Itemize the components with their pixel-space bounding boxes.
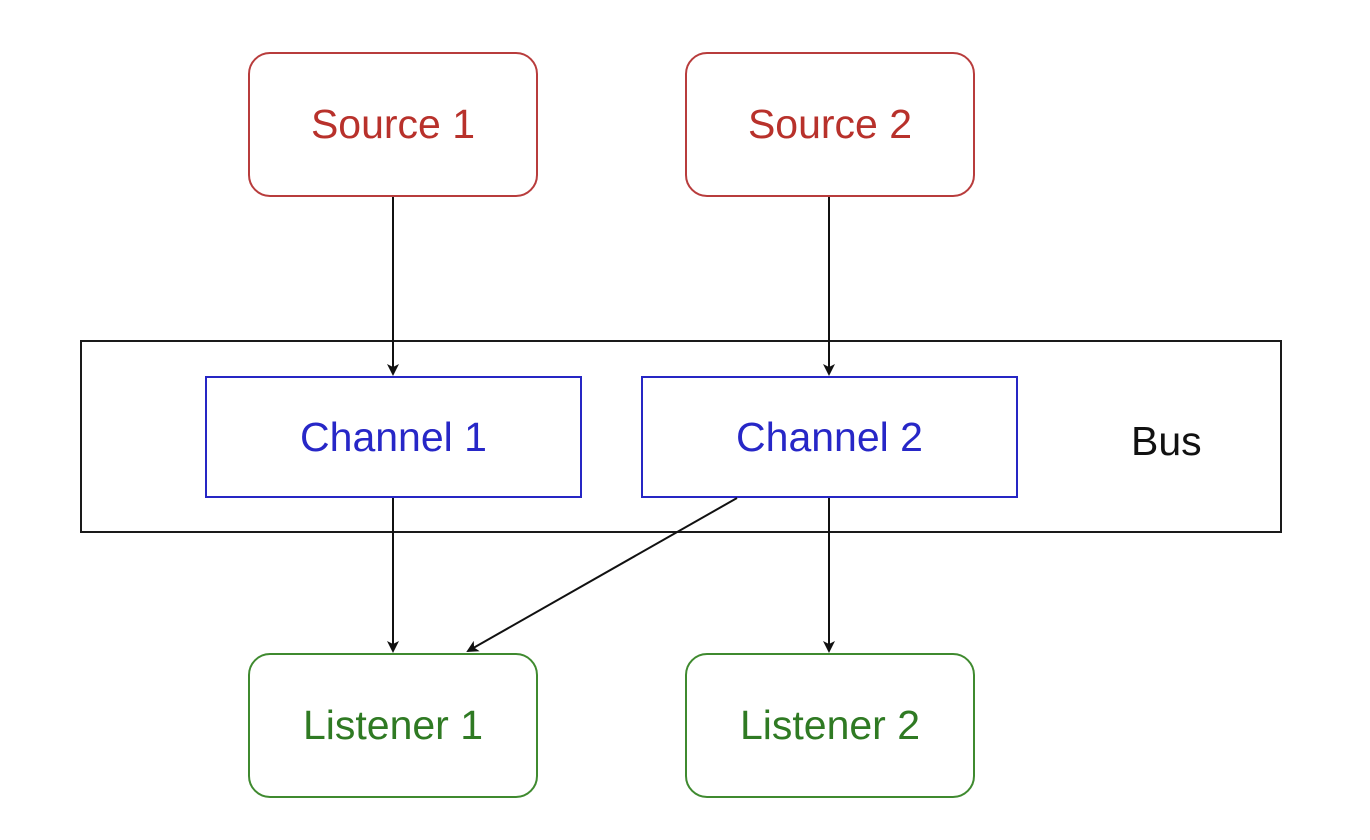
bus-label: Bus (1131, 418, 1202, 464)
source-2-node: Source 2 (685, 52, 975, 197)
source-1-label: Source 1 (310, 101, 476, 147)
listener-2-label: Listener 2 (739, 702, 921, 748)
channel-2-label: Channel 2 (736, 413, 923, 460)
channel-2-node: Channel 2 (641, 376, 1018, 498)
channel-1-label: Channel 1 (300, 413, 487, 460)
channel-1-node: Channel 1 (205, 376, 582, 498)
listener-1-node: Listener 1 (248, 653, 538, 798)
source-1-node: Source 1 (248, 52, 538, 197)
listener-2-node: Listener 2 (685, 653, 975, 798)
listener-1-label: Listener 1 (302, 702, 484, 748)
source-2-label: Source 2 (747, 101, 913, 147)
